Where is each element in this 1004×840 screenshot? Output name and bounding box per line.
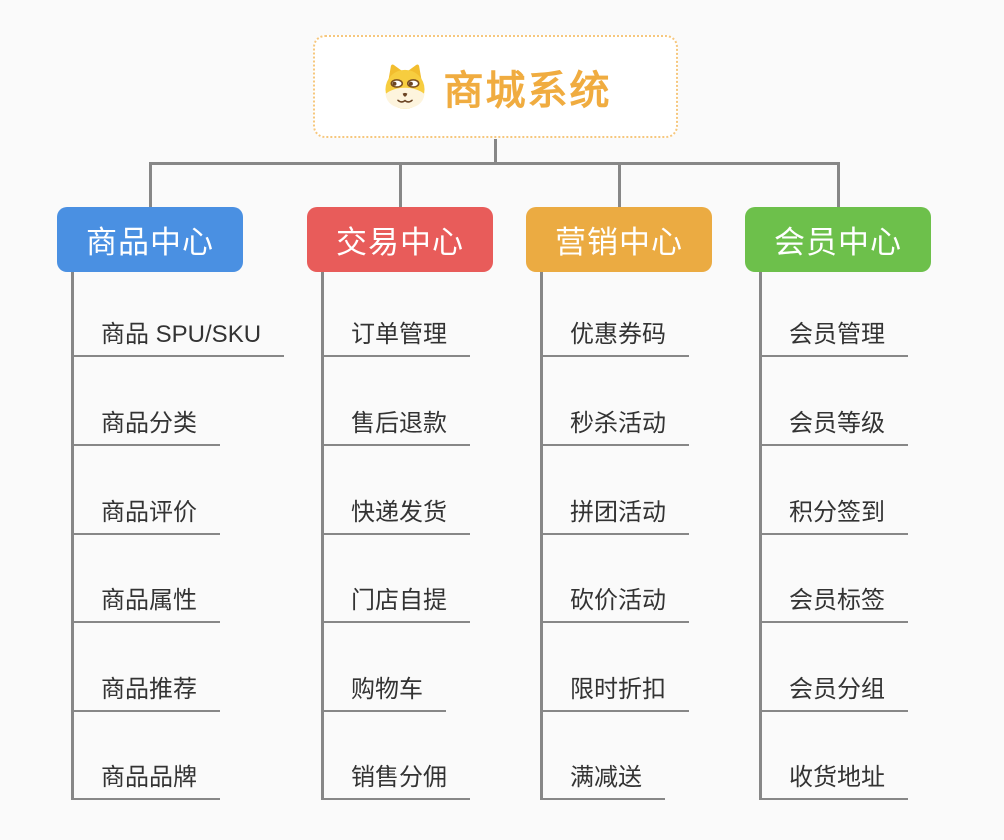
branch-label: 交易中心 <box>336 225 464 260</box>
leaf-node[interactable]: 门店自提 <box>321 587 470 623</box>
leaf-node[interactable]: 限时折扣 <box>540 676 689 712</box>
leaf-node[interactable]: 商品推荐 <box>71 676 220 712</box>
leaf-node[interactable]: 快递发货 <box>321 499 470 535</box>
leaf-node[interactable]: 秒杀活动 <box>540 410 689 446</box>
leaf-node[interactable]: 商品评价 <box>71 499 220 535</box>
spine-products <box>71 272 74 800</box>
spine-members <box>759 272 762 800</box>
spine-marketing <box>540 272 543 800</box>
connector-drop-marketing <box>618 162 621 208</box>
leaf-node[interactable]: 销售分佣 <box>321 764 470 800</box>
leaf-node[interactable]: 会员标签 <box>759 587 908 623</box>
leaf-node[interactable]: 收货地址 <box>759 764 908 800</box>
root-title: 商城系统 <box>443 68 612 113</box>
leaf-node[interactable]: 会员等级 <box>759 410 908 446</box>
leaf-node[interactable]: 售后退款 <box>321 410 470 446</box>
connector-drop-products <box>149 162 152 208</box>
branch-node-trade[interactable]: 交易中心 <box>307 207 493 272</box>
shiba-dog-icon <box>384 64 425 109</box>
leaf-node[interactable]: 会员管理 <box>759 321 908 357</box>
connector-drop-trade <box>399 162 402 208</box>
root-node-mall-system[interactable]: 商城系统 <box>313 35 678 138</box>
branch-node-members[interactable]: 会员中心 <box>745 207 931 272</box>
leaf-node[interactable]: 满减送 <box>540 764 665 800</box>
spine-trade <box>321 272 324 800</box>
branch-node-marketing[interactable]: 营销中心 <box>526 207 712 272</box>
leaf-node[interactable]: 会员分组 <box>759 676 908 712</box>
leaf-node[interactable]: 订单管理 <box>321 321 470 357</box>
branch-label: 营销中心 <box>555 225 683 260</box>
leaf-node[interactable]: 砍价活动 <box>540 587 689 623</box>
leaf-node[interactable]: 购物车 <box>321 676 446 712</box>
connector-trunk <box>149 162 840 165</box>
leaf-node[interactable]: 积分签到 <box>759 499 908 535</box>
branch-label: 商品中心 <box>86 225 214 260</box>
branch-node-products[interactable]: 商品中心 <box>57 207 243 272</box>
connector-root-drop <box>494 139 497 164</box>
connector-drop-members <box>837 162 840 208</box>
leaf-node[interactable]: 优惠券码 <box>540 321 689 357</box>
leaf-node[interactable]: 商品属性 <box>71 587 220 623</box>
leaf-node[interactable]: 商品 SPU/SKU <box>71 321 285 357</box>
leaf-node[interactable]: 商品品牌 <box>71 764 220 800</box>
branch-label: 会员中心 <box>774 225 902 260</box>
leaf-node[interactable]: 商品分类 <box>71 410 220 446</box>
leaf-node[interactable]: 拼团活动 <box>540 499 689 535</box>
